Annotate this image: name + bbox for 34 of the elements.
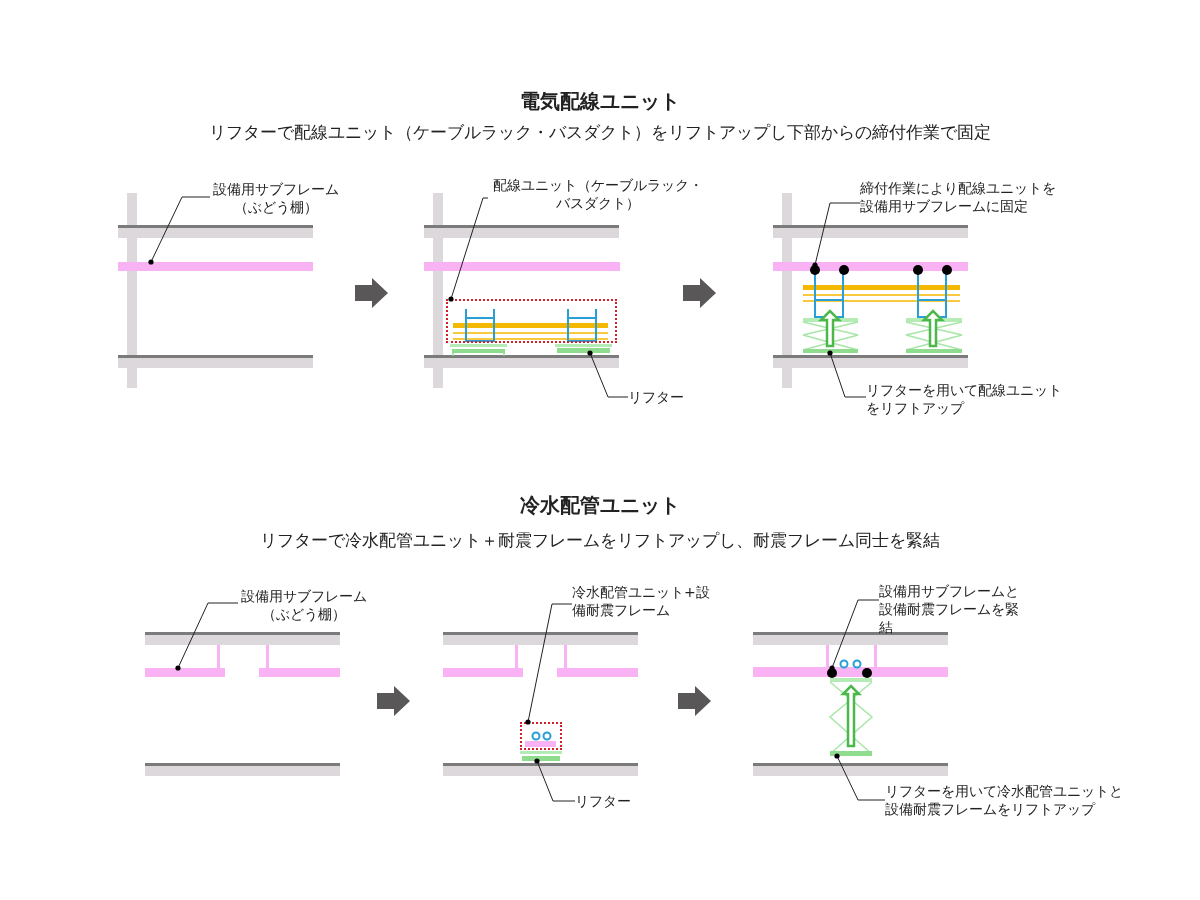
unit-outline (520, 722, 562, 750)
callout-text: 締付作業により配線ユニットを設備用サブフレームに固定 (860, 179, 1060, 215)
callout-text: リフター (628, 388, 698, 406)
leader-line (812, 202, 861, 268)
lifter-platform (830, 751, 872, 756)
leader-line (587, 350, 629, 398)
sub-frame-beam (118, 262, 313, 271)
leader-line (829, 599, 880, 671)
callout-text: リフター (575, 792, 645, 810)
sub-frame-beam (145, 668, 225, 677)
section-title: 電気配線ユニット (519, 88, 681, 115)
bolt (827, 668, 837, 678)
leader-line (148, 196, 211, 265)
lifter-platform (522, 756, 560, 761)
callout-text: リフターを用いて冷水配管ユニットと設備耐震フレームをリフトアップ (885, 782, 1130, 818)
section-title: 冷水配管ユニット (519, 492, 681, 519)
leader-line (525, 603, 573, 725)
lifter-platform (557, 348, 610, 353)
leader-line (175, 602, 239, 671)
callout-text: 設備用サブフレームと設備耐震フレームを緊結 (879, 582, 1031, 636)
callout-text: 設備用サブフレーム（ぶどう棚） (210, 180, 342, 216)
section-subtitle: リフターで配線ユニット（ケーブルラック・バスダクト）をリフトアップし下部からの締付作業で固定 (208, 121, 992, 144)
leader-line (534, 758, 576, 802)
unit-outline (446, 299, 617, 343)
section-subtitle: リフターで冷水配管ユニット＋耐震フレームをリフトアップし、耐震フレーム同士を緊結 (259, 529, 941, 552)
callout-text: 配線ユニット（ケーブルラック・バスダクト） (488, 176, 708, 212)
bolt (810, 265, 820, 275)
leader-line (827, 350, 867, 398)
leader-line (448, 197, 489, 302)
callout-text: 冷水配管ユニット+設備耐震フレーム (572, 583, 710, 619)
leader-line (834, 753, 886, 801)
lifter-platform (803, 349, 858, 353)
callout-text: リフターを用いて配線ユニットをリフトアップ (866, 381, 1066, 417)
callout-text: 設備用サブフレーム（ぶどう棚） (238, 587, 370, 623)
